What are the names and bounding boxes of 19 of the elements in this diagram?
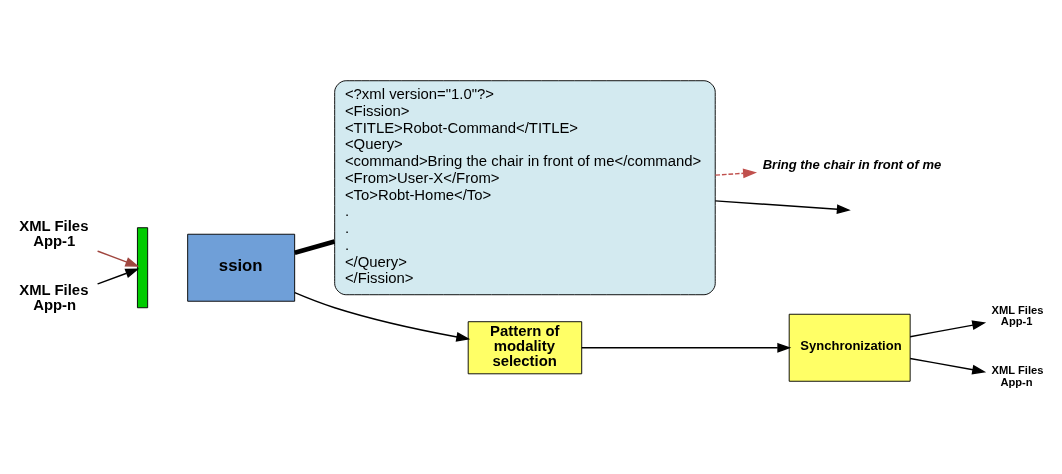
node-text: XML Files App-n [19, 281, 89, 313]
arrow [96, 249, 140, 267]
node-text: XML Files App-1 [19, 217, 89, 249]
arrow [581, 342, 792, 353]
arrow [714, 167, 758, 178]
arrow [909, 319, 987, 337]
arrow [96, 268, 140, 285]
arrow [714, 199, 851, 214]
node-box: Synchronization [788, 313, 911, 382]
node-text: XML Files App-n [991, 363, 1044, 388]
arrow [294, 291, 471, 342]
node-box: Pattern of modality selection [467, 320, 583, 374]
connector [294, 238, 336, 255]
node-text: XML Files App-1 [991, 303, 1044, 327]
arrow [909, 357, 987, 374]
node-box: <?xml version="1.0"?> <Fission> <TITLE>Robot-Command</TITLE> <Query> <command>Bring the chair in front of me</command> <From>User-X</From> <To>Robt-Home</To> . . . </Query> </Fission> [334, 79, 716, 295]
node-box: ssion [187, 233, 296, 302]
node-text: Bring the chair in front of me [762, 156, 942, 172]
node-bar [136, 226, 149, 308]
